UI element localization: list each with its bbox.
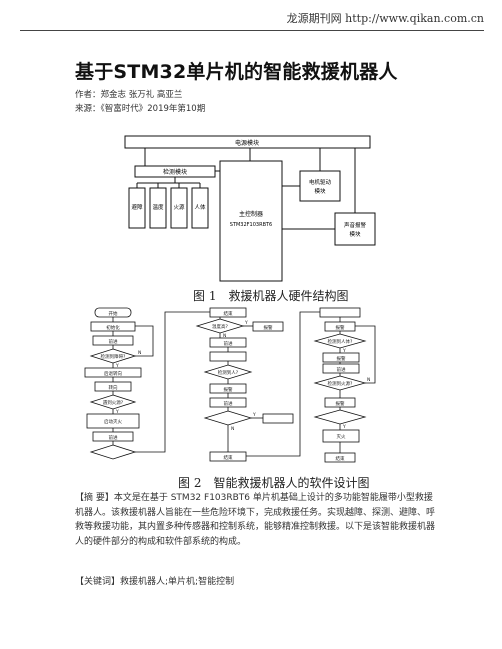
fc1-yes-1: Y (115, 363, 119, 369)
fc1-label-8: 启动灭火 (104, 418, 122, 425)
fc1-yes-2: Y (115, 409, 119, 415)
mcu-label: 主控制器 (239, 210, 263, 218)
fc3-label-0: 报警 (336, 324, 345, 331)
fc2-box-7 (262, 413, 294, 424)
fc2-yes-2: Y (252, 412, 256, 418)
fc3-label-5: 报警 (336, 400, 345, 407)
alarm-label-1: 声音报警 (344, 221, 367, 229)
fc1-no-1: N (138, 350, 141, 356)
fc3-no-1: N (367, 377, 370, 383)
fc1-label-5: 转向 (109, 384, 118, 391)
fc3-label-1: 检测到人体? (328, 338, 353, 345)
sensor-label-1: 避障 (131, 203, 143, 211)
fc2-label-7: 结束 (224, 454, 233, 461)
header-rule (20, 30, 484, 31)
alarm-module-box (334, 212, 376, 246)
figure2-caption: 图 2 智能救援机器人的软件设计图 (178, 476, 370, 490)
fc1-label-4: 后退转向 (104, 370, 122, 377)
fc2-box-4 (209, 351, 247, 362)
article-abstract: 【摘 要】本文是在基于 STM32 F103RBT6 单片机基础上设计的多功能智… (75, 493, 436, 547)
fc2-decision-3 (203, 410, 253, 426)
fc2-yes-1: Y (244, 320, 248, 326)
fc2-box-2 (252, 321, 284, 332)
fc2-no-1: N (223, 333, 226, 339)
fc3-label-4: 检测到火源? (328, 380, 353, 387)
alarm-label-2: 模块 (349, 230, 361, 238)
article-source: 来源：《智富时代》2019年第10期 (75, 104, 206, 114)
sensor-label-2: 温度 (152, 203, 164, 211)
fc1-label-1: 初始化 (106, 324, 120, 331)
sensor-label-3: 火源 (173, 203, 185, 211)
fc2-label-2: 报警 (264, 324, 273, 331)
article-authors: 作者：郑金志 张万礼 高亚兰 (75, 90, 183, 100)
article-title: 基于STM32单片机的智能救援机器人 (75, 61, 398, 83)
fc3-label-3: 前进 (337, 366, 346, 373)
fc2-label-3: 前进 (224, 340, 233, 347)
mcu-box (219, 160, 283, 282)
motor-label-2: 模块 (314, 187, 326, 195)
figure-software-flowchart: 开始 初始化 前进 检测到障碍? 后退转向 转向 遇到火源? 启动灭火 前进 结… (75, 306, 385, 475)
fc3-yes-1: Y (342, 348, 346, 354)
fc1-label-3: 检测到障碍? (101, 353, 126, 360)
power-module-box (124, 135, 371, 149)
sensor-label-4: 人体 (194, 203, 206, 211)
flowchart-svg: 开始 初始化 前进 检测到障碍? 后退转向 转向 遇到火源? 启动灭火 前进 结… (84, 307, 376, 463)
fc2-label-4: 检测到人? (218, 369, 239, 376)
figure-hardware-diagram: 电源模块 检测模块 避障 温度 火源 人体 主控制器 STM32F103RBT6… (120, 133, 380, 287)
fc1-label-9: 前进 (109, 434, 118, 441)
fc1-label-0: 开始 (109, 310, 118, 317)
fc3-label-6: 灭火 (337, 434, 346, 440)
fc1-decision-end (89, 444, 137, 460)
site-header: 龙源期刊网 http://www.qikan.com.cn (286, 12, 484, 25)
fc3-yes-2: Y (342, 424, 346, 430)
fc3-extinguish (322, 429, 360, 443)
hardware-diagram-svg: 电源模块 检测模块 避障 温度 火源 人体 主控制器 STM32F103RBT6… (124, 135, 376, 282)
fc1-label-7: 遇到火源? (103, 399, 124, 406)
article-keywords: 【关键词】救援机器人;单片机;智能控制 (75, 577, 235, 587)
fc3-box-1 (319, 307, 361, 318)
fc3-forward (322, 363, 360, 374)
power-module-label: 电源模块 (235, 139, 259, 147)
fc2-no-2: N (231, 426, 234, 432)
fc2-box-1 (209, 307, 247, 318)
fc3-label-2: 报警 (337, 355, 346, 362)
figure1-caption: 图 1 救援机器人硬件结构图 (193, 289, 349, 303)
fc2-label-5: 报警 (224, 386, 233, 393)
fc2-label-1: 温度高? (212, 323, 228, 330)
fc2-label-0: 结束 (224, 310, 233, 317)
fc2-label-6: 前进 (224, 400, 233, 407)
detect-module-label: 检测模块 (163, 168, 187, 176)
motor-label-1: 电机驱动 (309, 178, 332, 186)
fc1-label-2: 前进 (109, 338, 118, 345)
fc3-alarm-2 (322, 352, 360, 363)
motor-module-box (299, 170, 341, 202)
mcu-model-label: STM32F103RBT6 (230, 222, 272, 228)
fc3-decision-3 (313, 409, 367, 425)
fc3-label-7: 结束 (336, 455, 345, 462)
